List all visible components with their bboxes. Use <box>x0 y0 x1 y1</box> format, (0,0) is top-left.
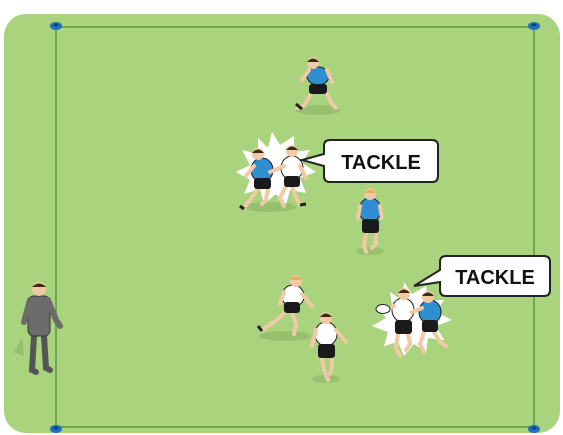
corner-cone <box>50 425 62 433</box>
corner-cone <box>528 425 540 433</box>
callout-text: TACKLE <box>455 267 535 289</box>
corner-cone <box>50 22 62 30</box>
rugby-ball-icon <box>376 305 390 314</box>
callout-text: TACKLE <box>341 152 421 174</box>
pitch <box>4 14 560 433</box>
corner-cone <box>528 22 540 30</box>
